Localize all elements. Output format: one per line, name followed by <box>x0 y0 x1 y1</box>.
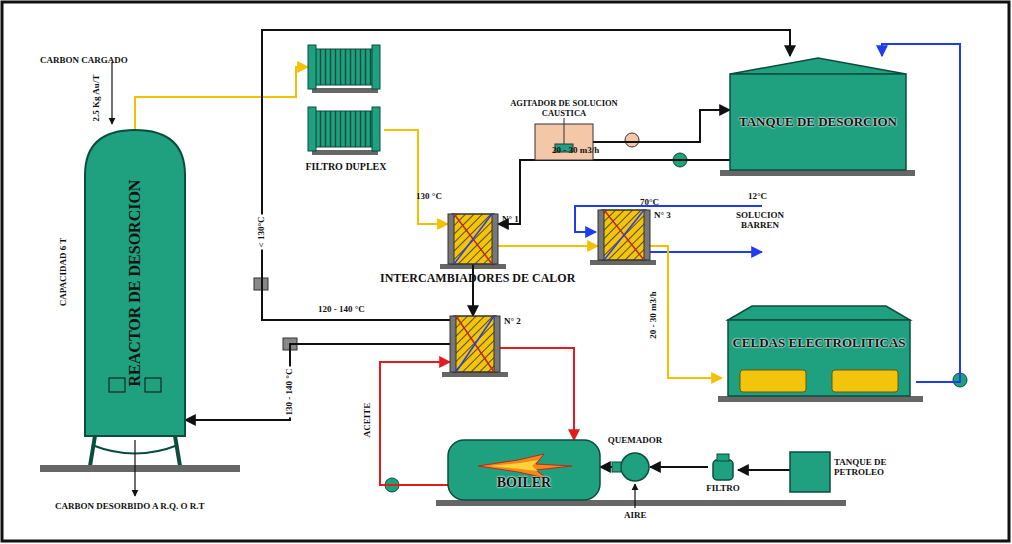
node-outline <box>722 306 916 396</box>
node-label: N° 3 <box>654 211 671 221</box>
node-label: REACTOR DE DESORCION <box>126 180 144 387</box>
pipe-connector <box>500 348 574 440</box>
annotation-label: AIRE <box>624 511 647 521</box>
fuel-filter: FILTRO <box>708 454 738 480</box>
annotation-label: 12°C <box>748 192 767 202</box>
node-label: N° 1 <box>502 215 519 225</box>
pipe-connector <box>262 30 790 320</box>
node-label: QUEMADOR <box>600 436 670 446</box>
node-label: TANQUE DE DESORCION <box>736 74 900 170</box>
node-label: BOILER <box>454 466 594 500</box>
electrolytic-cells: CELDAS ELECTROLITICAS <box>722 306 916 396</box>
node-label: FILTRO DUPLEX <box>301 161 391 172</box>
fuel-tank: TANQUE DE PETROLEO <box>790 452 830 492</box>
pipe-connector <box>135 67 308 130</box>
pipe-connector <box>650 466 708 468</box>
flow-label: < 130°C <box>257 215 267 250</box>
flow-label: ACEITE <box>363 403 373 438</box>
node-label: FILTRO <box>698 484 748 494</box>
pipe-connector <box>384 130 448 224</box>
node-outline <box>708 454 738 480</box>
node-label: TANQUE DE PETROLEO <box>834 458 934 478</box>
flow-label: 130 - 140 °C <box>285 367 295 418</box>
annotation-label: 120 - 140 °C <box>318 305 365 315</box>
node-outline <box>450 316 500 372</box>
node-label: AGITADOR DE SOLUCION CAUSTICA <box>504 99 624 118</box>
pipe-connector <box>593 110 730 142</box>
heat-exchanger: N° 1 <box>448 214 498 264</box>
node-outline <box>598 210 650 260</box>
duplex-filter: FILTRO DUPLEX <box>308 45 384 157</box>
node-outline <box>620 452 650 482</box>
annotation-label: SOLUCION BARREN <box>730 211 790 231</box>
annotation-label: 70°C <box>640 198 659 208</box>
node-outline <box>730 56 906 170</box>
node-outline <box>790 452 830 492</box>
pipe-connector <box>738 469 790 471</box>
pipe-connector <box>650 246 722 378</box>
burner: QUEMADOR <box>620 452 650 482</box>
annotation-label: CAPACIDAD 6 T <box>59 238 69 307</box>
node-label: N° 2 <box>504 317 521 327</box>
annotation-label: 2.5 Kg Au/T <box>92 75 102 122</box>
annotation-label: CARBON CARGADO <box>40 56 128 66</box>
node-outline <box>308 45 384 157</box>
flow-label: 20 - 30 m3/h <box>649 291 659 338</box>
flow-label: 20 - 30 m3/h <box>552 146 599 156</box>
node-label: CELDAS ELECTROLITICAS <box>728 320 910 366</box>
pipe-connector <box>380 362 450 485</box>
node-outline <box>448 214 498 264</box>
annotation-label: 130 °C <box>412 192 446 202</box>
pipe-connector <box>185 344 450 420</box>
heat-exchanger: N° 3 <box>598 210 650 260</box>
desorption-tank: TANQUE DE DESORCION <box>730 56 906 170</box>
heat-exchanger: N° 2 <box>450 316 500 372</box>
annotation-label: INTERCAMBIADORES DE CALOR <box>380 272 575 285</box>
pipe-connector <box>498 245 598 247</box>
node-outline <box>448 440 600 500</box>
boiler: BOILER <box>448 440 600 500</box>
annotation-label: CARBON DESORBIDO A R.Q. O R.T <box>55 502 205 512</box>
reactor-vessel: REACTOR DE DESORCION <box>85 130 185 436</box>
